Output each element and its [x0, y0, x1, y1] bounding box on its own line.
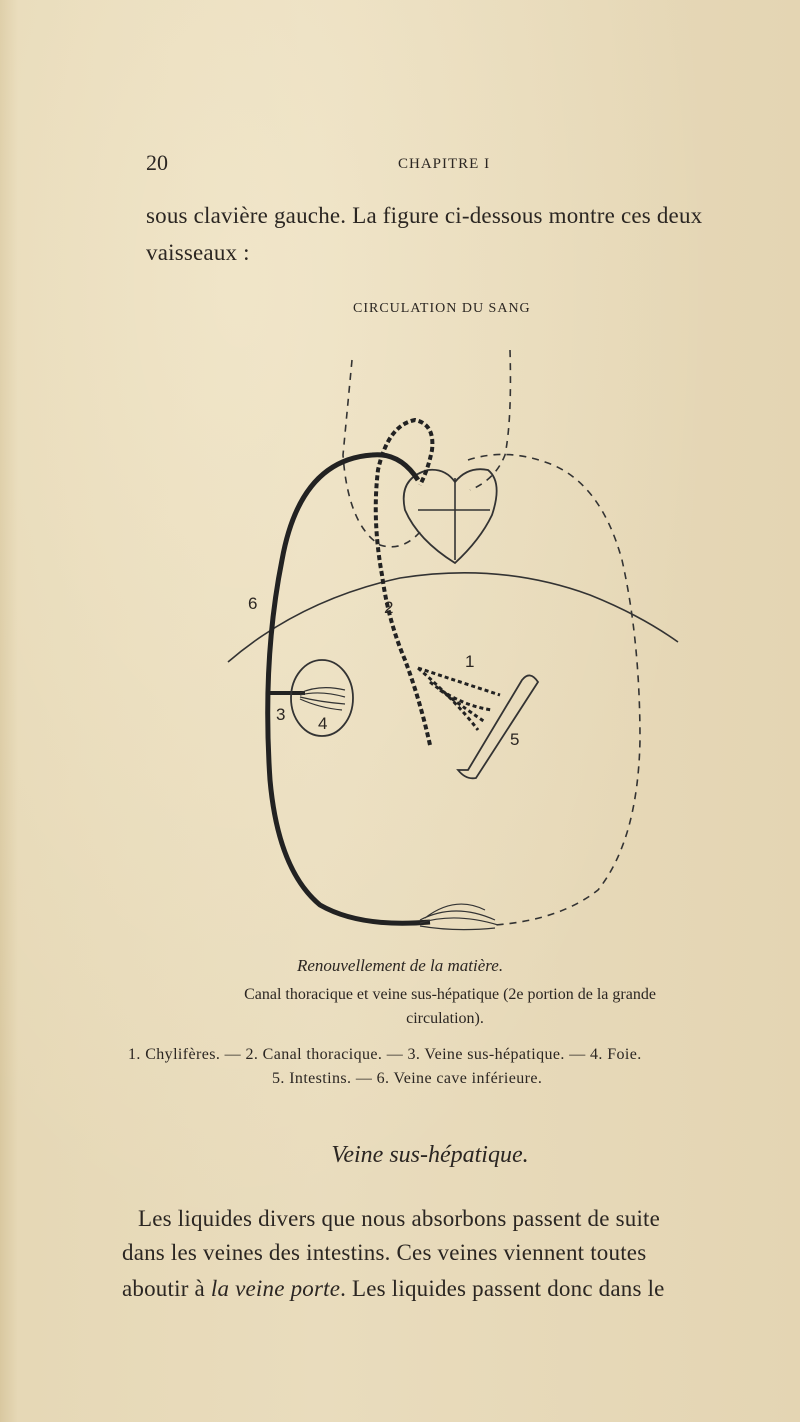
- running-head: CHAPITRE I: [398, 156, 491, 172]
- vena-cava: [265, 452, 431, 926]
- body-line-3-end: . Les liquides passent donc dans le: [340, 1276, 665, 1301]
- label-2: 2: [384, 598, 394, 617]
- body-line-2: dans les veines des intestins. Ces veine…: [122, 1240, 647, 1265]
- figure-title: CIRCULATION DU SANG: [353, 301, 531, 316]
- diaphragm-curve: [227, 572, 679, 663]
- figure-caption-line-2: circulation).: [406, 1010, 484, 1027]
- intestine-tube: [456, 674, 540, 780]
- heart-shape: [402, 468, 498, 565]
- figure-caption-line-1: Canal thoracique et veine sus-hépatique …: [244, 986, 656, 1003]
- label-6: 6: [248, 594, 258, 613]
- figure-caption-title: Renouvellement de la matière.: [296, 956, 504, 975]
- body-line-3-start: aboutir à: [122, 1276, 211, 1301]
- dashed-vessel-left: [342, 359, 421, 548]
- figure-legend-line-1: 1. Chylifères. — 2. Canal thoracique. — …: [128, 1046, 642, 1063]
- dashed-loop: [467, 453, 641, 926]
- page-number: 20: [146, 150, 168, 175]
- label-3: 3: [276, 705, 286, 724]
- label-5: 5: [510, 730, 520, 749]
- figure-legend-line-2: 5. Intestins. — 6. Veine cave inférieure…: [272, 1070, 543, 1087]
- body-line-3-italic: la veine porte: [210, 1276, 341, 1301]
- label-4: 4: [318, 714, 328, 733]
- section-title: Veine sus-hépatique.: [331, 1142, 529, 1168]
- liver-shape: [290, 659, 354, 737]
- lacteals: [417, 666, 501, 731]
- thoracic-duct: [373, 417, 435, 746]
- liver-fibers: [299, 687, 346, 711]
- label-1: 1: [465, 652, 475, 671]
- intro-line-1: sous clavière gauche. La figure ci-desso…: [146, 203, 703, 228]
- intro-line-2: vaisseaux :: [146, 240, 250, 265]
- body-line-3: aboutir à la veine porte. Les liquides p…: [122, 1276, 665, 1302]
- vena-cava-tuft: [419, 903, 499, 931]
- body-line-1: Les liquides divers que nous absorbons p…: [138, 1206, 661, 1231]
